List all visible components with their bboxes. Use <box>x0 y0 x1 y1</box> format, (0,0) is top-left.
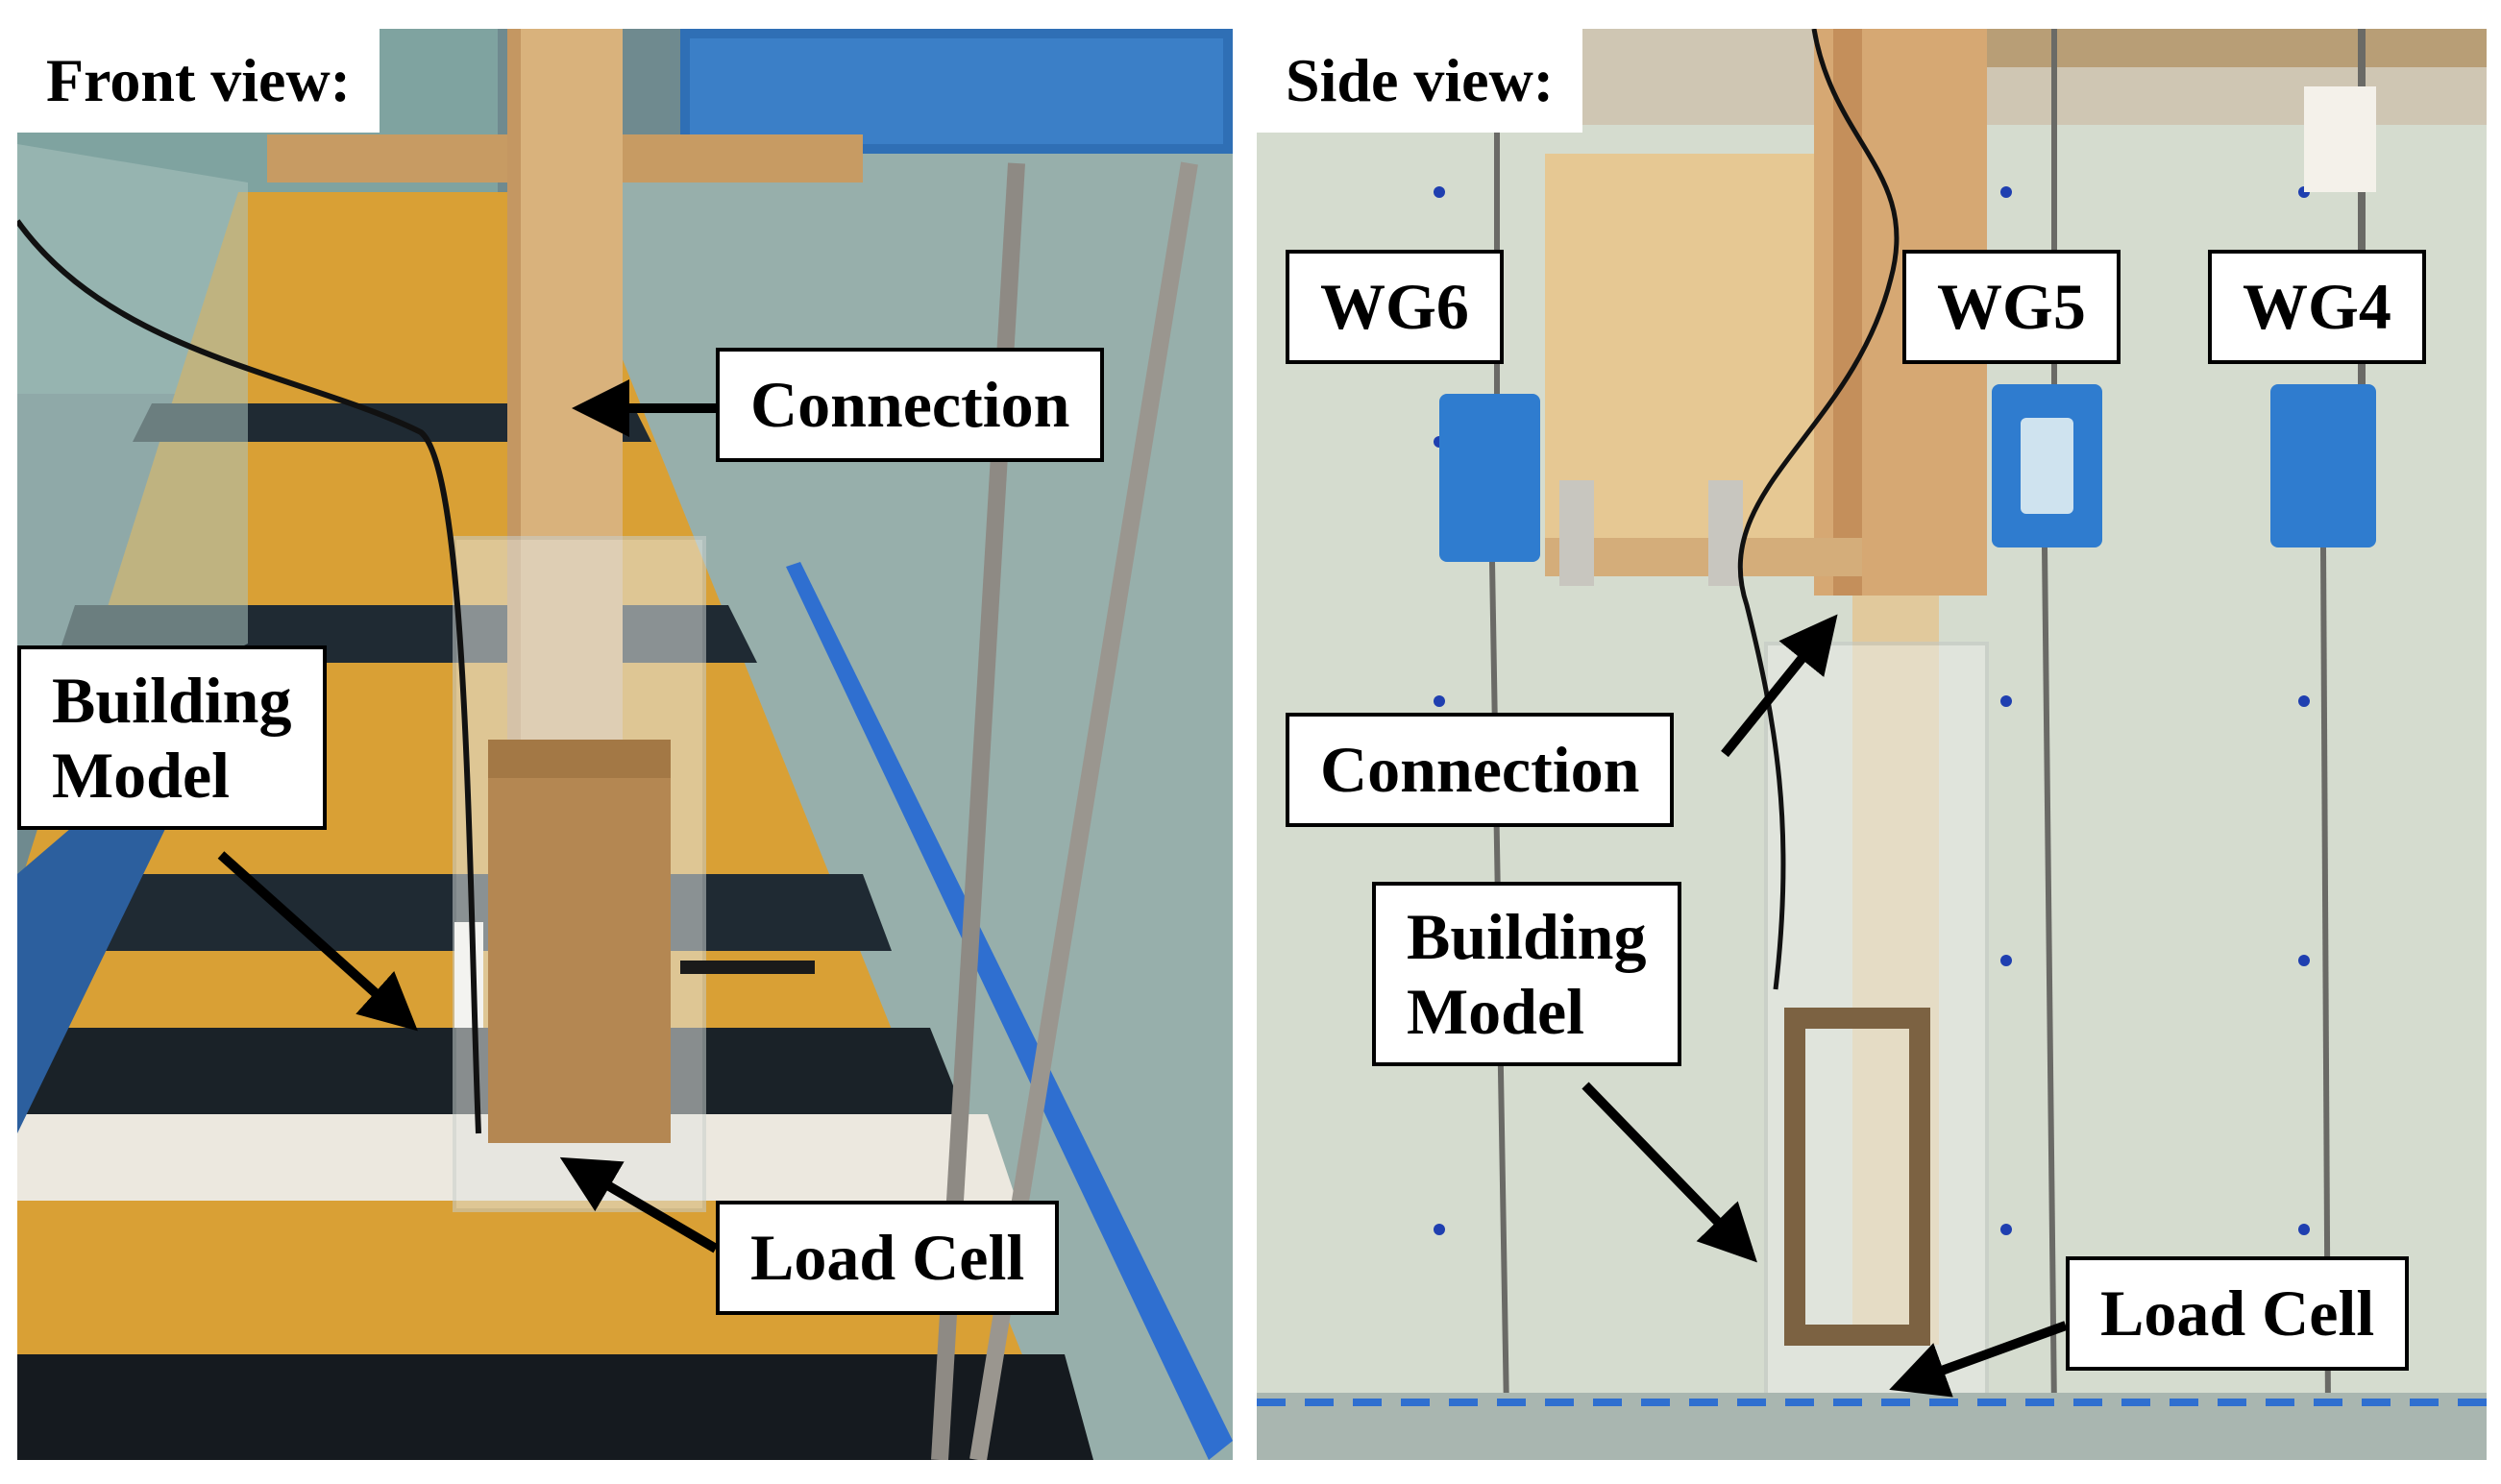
wg4-label: WG4 <box>2208 250 2426 364</box>
front-building-model-label: Building Model <box>17 645 327 831</box>
front-connection-label: Connection <box>716 348 1105 462</box>
wg5-label: WG5 <box>1902 250 2121 364</box>
side-load-cell-label: Load Cell <box>2066 1256 2410 1371</box>
side-building-model-label: Building Model <box>1372 882 1681 1067</box>
front-view-photo: Front view: <box>17 29 1233 1460</box>
front-view-scene <box>17 29 1233 1460</box>
front-view-title: Front view: <box>17 29 380 133</box>
side-view-title: Side view: <box>1257 29 1583 133</box>
side-connection-label: Connection <box>1286 713 1675 827</box>
wg6-label: WG6 <box>1286 250 1504 364</box>
front-load-cell-label: Load Cell <box>716 1201 1060 1315</box>
